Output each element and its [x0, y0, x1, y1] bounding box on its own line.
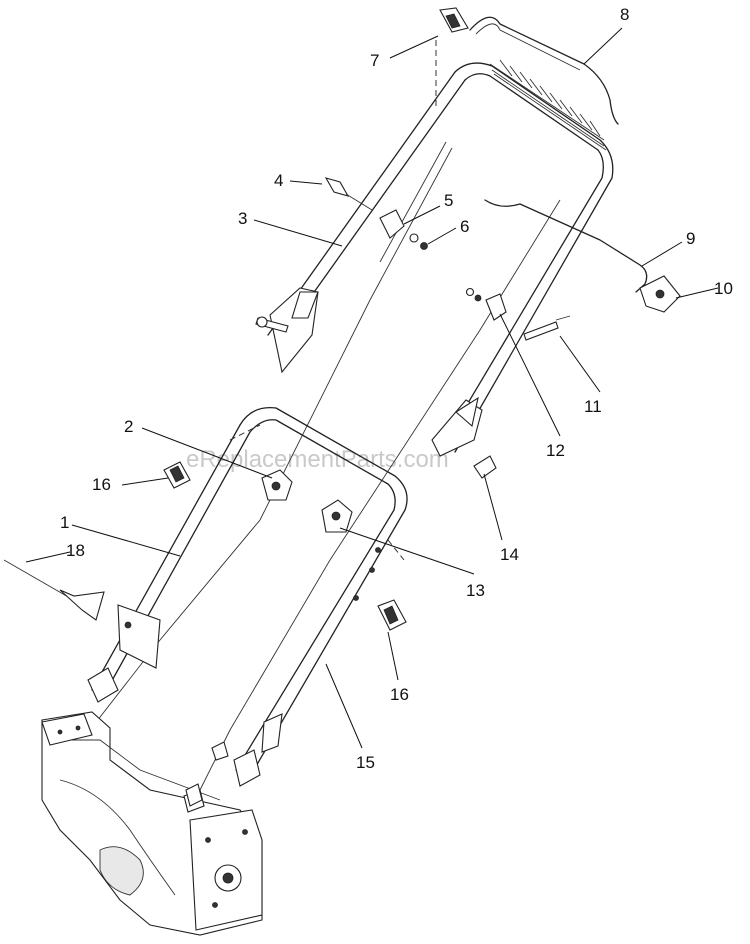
leader-4: [289, 180, 323, 185]
callout-1: 1: [60, 513, 69, 532]
bail-rod-part-9: [484, 199, 648, 293]
callout-2: 2: [124, 417, 133, 436]
bolt-part-14: [473, 455, 497, 479]
leader-16b: [387, 631, 399, 681]
leader-18: [25, 551, 71, 563]
callout-8: 8: [620, 5, 629, 24]
leader-9: [641, 241, 683, 267]
nut-part-6: [420, 242, 428, 250]
callout-11: 11: [584, 397, 602, 416]
callout-18: 18: [66, 541, 85, 560]
leader-6: [427, 227, 457, 245]
callout-3: 3: [238, 209, 247, 228]
callout-10: 10: [714, 279, 733, 298]
cable-guide-part-16a: [163, 461, 191, 489]
leader-11: [559, 335, 601, 393]
leader-13: [339, 527, 475, 575]
control-cable-right: [199, 199, 561, 791]
leader-7: [389, 35, 439, 59]
cable-bracket-part-5: [379, 209, 405, 239]
knob-part-2: [261, 469, 293, 501]
switch-part-10: [639, 275, 681, 313]
callout-7: 7: [370, 51, 379, 70]
lower-handle: [87, 406, 408, 787]
leader-3: [253, 219, 343, 247]
leader-12: [499, 313, 561, 437]
leader-14: [483, 473, 503, 541]
callout-5: 5: [444, 191, 453, 210]
leader-1: [71, 524, 181, 557]
callout-9: 9: [686, 229, 695, 248]
callout-15: 15: [356, 753, 375, 772]
callout-4: 4: [274, 171, 283, 190]
leader-8: [583, 27, 623, 65]
leader-5: [403, 205, 441, 225]
upper-handle: [267, 59, 614, 457]
callout-14: 14: [500, 545, 519, 564]
knob-part-13: [321, 499, 353, 533]
bail-bar-part-8: [469, 16, 619, 125]
bolt-part-11: [523, 315, 571, 341]
cable-part-18: [3, 559, 105, 621]
control-cable-left: [89, 147, 453, 731]
callout-16a: 16: [92, 475, 111, 494]
leader-2: [141, 427, 273, 479]
callout-6: 6: [460, 217, 469, 236]
leader-10: [675, 287, 719, 299]
bail-switch-part-7: [439, 7, 469, 33]
clip-part-4: [324, 177, 373, 211]
callout-12: 12: [546, 441, 565, 460]
callout-13: 13: [466, 581, 485, 600]
leader-15: [325, 663, 363, 749]
cable-guide-part-16b: [377, 599, 407, 631]
leader-16a: [121, 477, 169, 486]
mower-deck-housing: [41, 711, 263, 936]
cable-bracket-part-12: [465, 287, 507, 321]
callout-16b: 16: [390, 685, 409, 704]
washer-part-6a: [409, 233, 419, 243]
